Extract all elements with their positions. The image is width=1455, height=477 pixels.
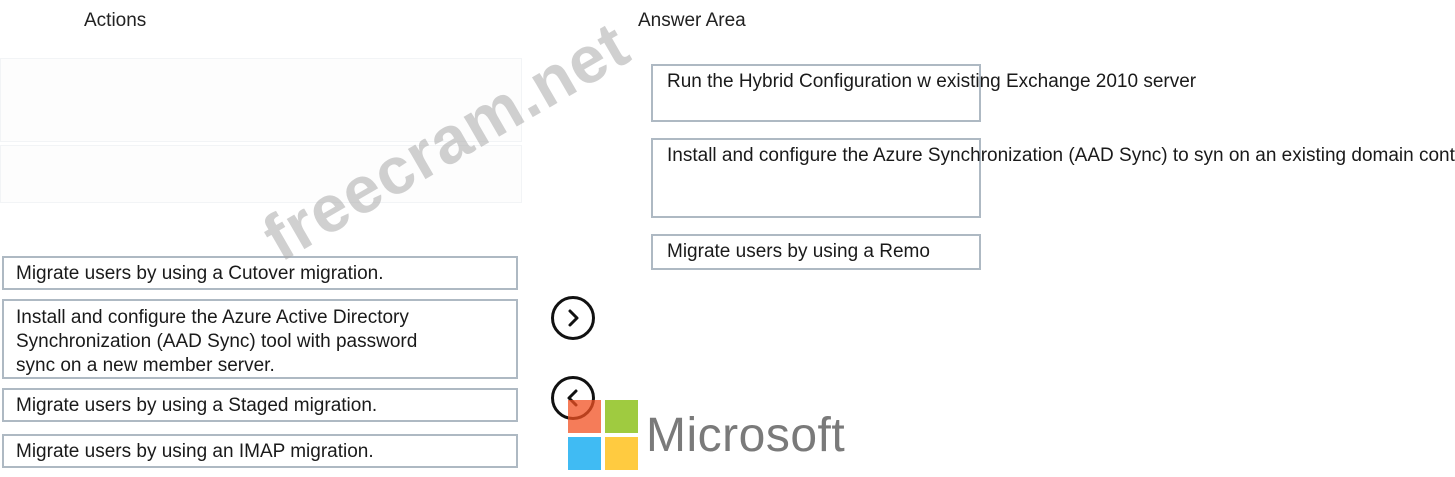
chevron-right-icon [568,309,579,327]
answer-area-heading: Answer Area [638,10,746,31]
action-item-install-aad-sync-new-member[interactable]: Install and configure the Azure Active D… [2,299,518,379]
empty-action-slot [0,58,522,142]
empty-action-slot [0,145,522,203]
answer-item-install-aad-sync-existing-dc[interactable]: Install and configure the Azure Synchron… [651,138,1455,218]
action-item-staged-migration[interactable]: Migrate users by using a Staged migratio… [2,388,518,422]
logo-square-yellow [605,437,638,470]
action-item-cutover-migration[interactable]: Migrate users by using a Cutover migrati… [2,256,518,290]
logo-square-green [605,400,638,433]
action-item-imap-migration[interactable]: Migrate users by using an IMAP migration… [2,434,518,468]
logo-square-red [568,400,601,433]
microsoft-logo-text: Microsoft [646,409,846,462]
actions-heading: Actions [84,10,147,31]
answer-item-hybrid-configuration[interactable]: Run the Hybrid Configuration w existing … [651,64,1196,122]
answer-item-remote-move-migration[interactable]: Migrate users by using a Remo [651,234,981,270]
microsoft-logo-icon [568,400,638,470]
logo-square-blue [568,437,601,470]
move-right-button[interactable] [551,296,595,340]
